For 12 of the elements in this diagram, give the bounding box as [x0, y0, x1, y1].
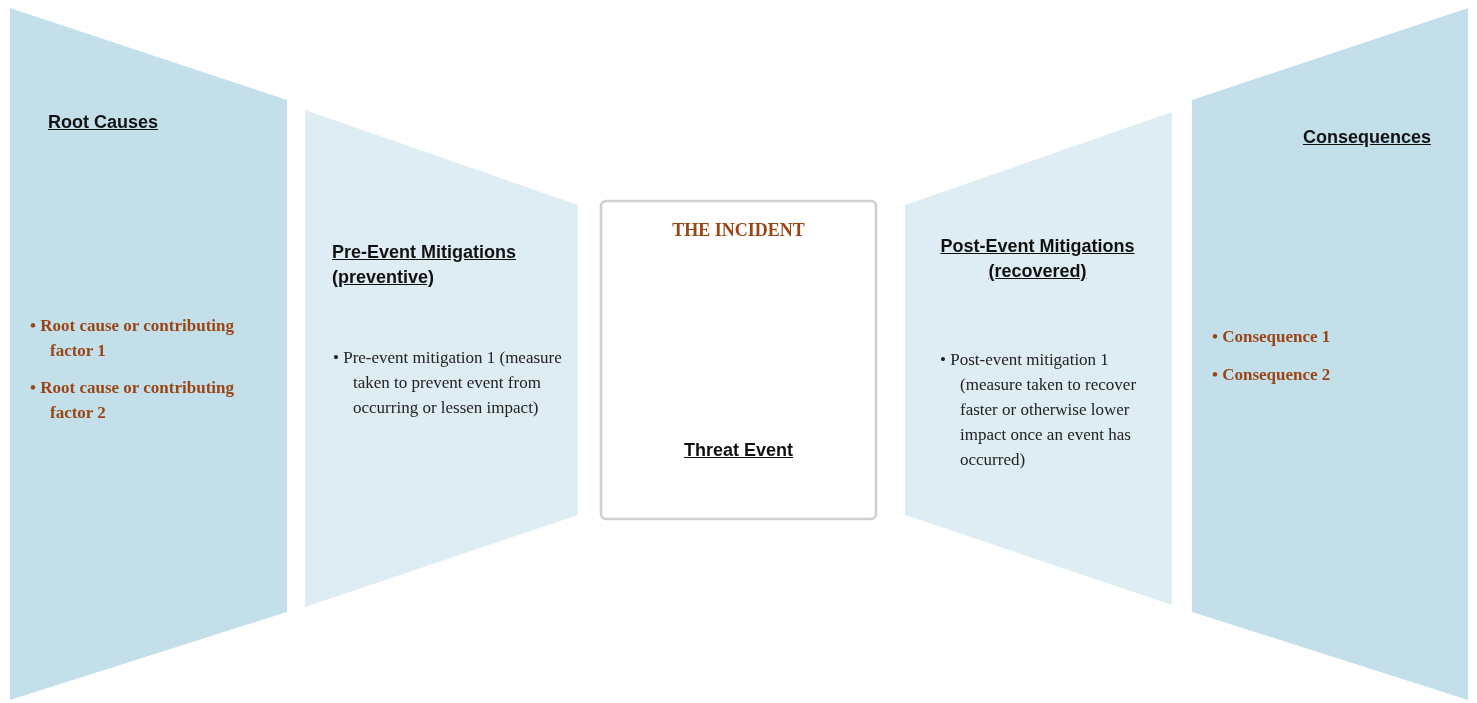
event-heading: Threat Event [683, 439, 794, 462]
bullet-text: • Pre-event mitigation 1 (measure taken to prevent event from occurring or lessen impact) [333, 347, 563, 419]
section-heading: Consequences [1301, 126, 1432, 149]
bullet-text: • Root cause or contributing factor 1 [30, 315, 235, 362]
bullet-text: • Root cause or contributing factor 2 [30, 377, 235, 424]
section-heading: Post-Event Mitigations (recovered) [939, 235, 1136, 283]
bullet-text: • Consequence 1 [1212, 326, 1332, 348]
incident-title: THE INCIDENT [671, 220, 806, 241]
section-heading: Pre-Event Mitigations (preventive) [332, 241, 518, 289]
bullet-text: • Consequence 2 [1212, 364, 1332, 386]
bullet-text: • Post-event mitigation 1 (measure taken to recover faster or otherwise lower impact once an event has occurred) [940, 349, 1138, 471]
section-heading: Root Causes [48, 111, 160, 134]
